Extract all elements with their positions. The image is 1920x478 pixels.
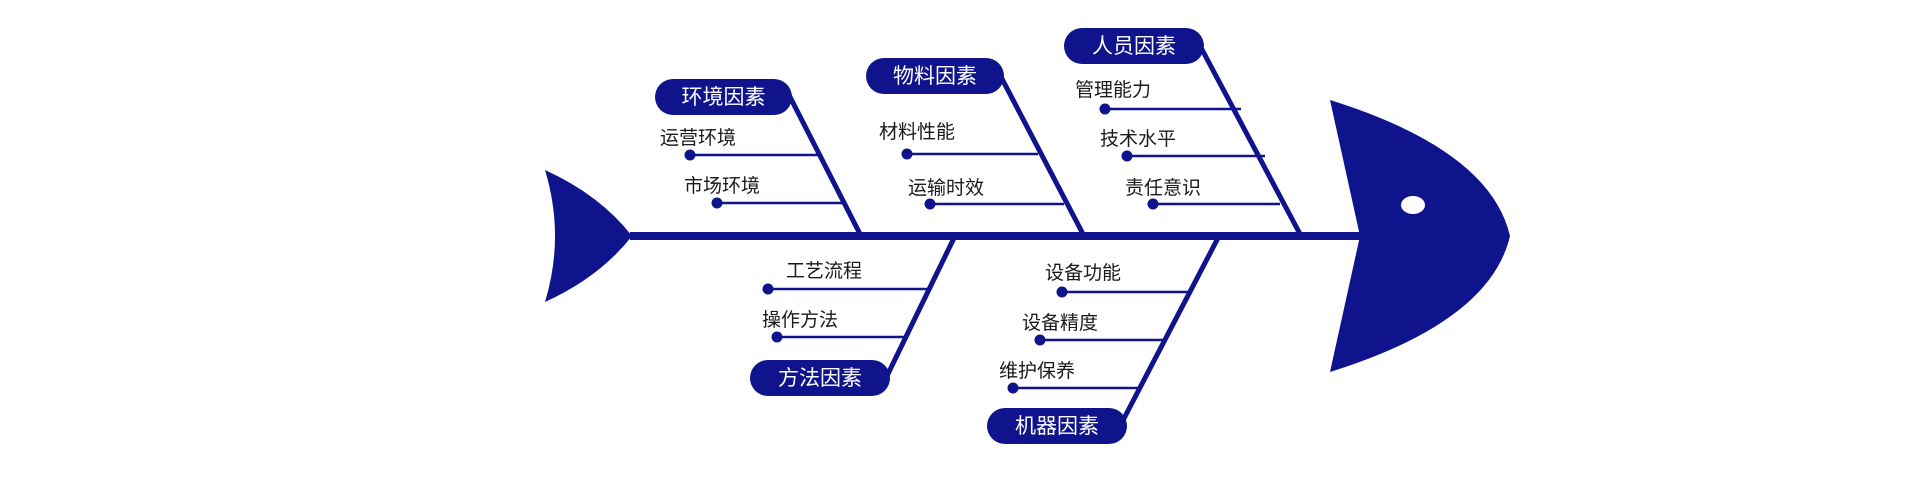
fish-eye <box>1401 196 1425 214</box>
branch-environment: 运营环境 市场环境 环境因素 <box>655 79 863 236</box>
branch-method: 工艺流程 操作方法 方法因素 <box>750 236 957 396</box>
category-label-environment-box <box>655 79 792 115</box>
material-item-label: 材料性能 <box>879 121 955 143</box>
people-item-bullet <box>1099 103 1111 115</box>
machine-item-bullet <box>1034 334 1046 346</box>
category-label-material: 物料因素 <box>893 64 977 88</box>
fish-tail <box>545 170 632 302</box>
people-item-label: 责任意识 <box>1125 177 1201 199</box>
environment-item-bullet <box>684 149 696 161</box>
people-item-label: 技术水平 <box>1100 128 1176 150</box>
method-item-label: 工艺流程 <box>786 260 862 282</box>
branch-material-bone <box>997 73 1086 236</box>
environment-item-label: 运营环境 <box>660 127 736 149</box>
branch-material: 材料性能 运输时效 物料因素 <box>866 58 1086 236</box>
method-item-label: 操作方法 <box>762 309 838 331</box>
machine-item-label: 维护保养 <box>999 360 1075 382</box>
environment-item-bullet <box>711 197 723 209</box>
category-label-method-box <box>750 360 890 396</box>
people-item-label: 管理能力 <box>1075 79 1151 101</box>
fish-head <box>1330 100 1510 372</box>
branch-environment-bone <box>785 91 863 236</box>
machine-item-bullet <box>1007 382 1019 394</box>
category-label-method: 方法因素 <box>778 366 862 390</box>
people-item-bullet <box>1147 198 1159 210</box>
category-label-material-box <box>866 58 1004 94</box>
category-label-people-box <box>1064 28 1204 64</box>
branch-machine-bone <box>1117 236 1221 428</box>
branch-method-bone <box>882 236 957 382</box>
material-item-bullet <box>924 198 936 210</box>
branch-machine: 设备功能 设备精度 维护保养 机器因素 <box>987 236 1221 444</box>
category-label-environment: 环境因素 <box>682 85 766 109</box>
category-label-machine: 机器因素 <box>1015 414 1099 438</box>
machine-item-label: 设备功能 <box>1045 262 1121 284</box>
machine-item-bullet <box>1056 286 1068 298</box>
category-label-people: 人员因素 <box>1092 34 1176 58</box>
branch-people: 管理能力 技术水平 责任意识 人员因素 <box>1064 28 1303 236</box>
machine-item-label: 设备精度 <box>1022 312 1098 334</box>
material-item-bullet <box>901 148 913 160</box>
method-item-bullet <box>771 331 783 343</box>
environment-item-label: 市场环境 <box>684 175 760 197</box>
category-label-machine-box <box>987 408 1127 444</box>
method-item-bullet <box>762 283 774 295</box>
branch-people-bone <box>1195 40 1303 236</box>
people-item-bullet <box>1121 150 1133 162</box>
material-item-label: 运输时效 <box>908 177 984 199</box>
